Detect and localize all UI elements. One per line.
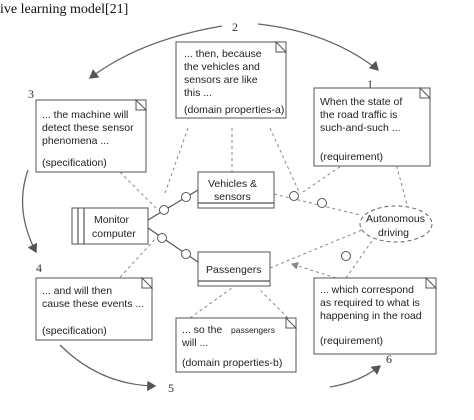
box-then-line4: this ...: [184, 87, 212, 99]
box-then-line2: the vehicles and: [184, 61, 260, 73]
box-requirement-bottom: ... which correspond as required to what…: [313, 276, 438, 355]
arc-3-to-4: [21, 169, 37, 254]
box-specification-bottom: ... and will then cause these events ...…: [35, 276, 154, 341]
arc-4-to-5: [59, 344, 157, 392]
step-4-label: 4: [36, 261, 42, 275]
passengers-domain: Passengers: [197, 251, 271, 287]
box-passengers-line1a: ... so the: [182, 324, 222, 336]
box-machine-line2: detect these sensor: [42, 122, 134, 134]
passengers-label: Passengers: [206, 264, 261, 276]
box-then-line1: ... then, because: [184, 48, 262, 60]
box-events-line1: ... and will then: [42, 285, 112, 297]
box-req-top-line2: the road traffic is: [320, 109, 397, 121]
box-machine-tag: (specification): [42, 157, 107, 169]
arc-5-to-6: [329, 365, 382, 388]
box-req-top-tag: (requirement): [320, 151, 383, 163]
step-6-label: 6: [386, 352, 392, 366]
step-3-label: 3: [28, 87, 34, 101]
interface-nodes: [157, 191, 351, 261]
monitor-label-line2: computer: [92, 228, 136, 240]
step-5-label: 5: [168, 381, 174, 395]
box-machine-line3: phenomena ...: [42, 135, 109, 147]
monitor-computer-domain: Monitor computer: [71, 207, 149, 245]
box-correspond-line2: as required to what is: [320, 297, 420, 309]
box-passengers-line1b: passengers: [231, 325, 275, 335]
box-then-line3: sensors are like: [184, 74, 258, 86]
box-then-tag: (domain properties-a): [184, 104, 284, 116]
autonomous-label-line2: driving: [378, 227, 409, 239]
box-req-top-line1: When the state of: [320, 96, 402, 108]
box-specification-top: ... the machine will detect these sensor…: [35, 98, 148, 173]
vehicles-sensors-domain: Vehicles & sensors: [197, 171, 275, 209]
box-req-top-line3: such-and-such ...: [320, 122, 401, 134]
box-correspond-line3: happening in the road: [320, 310, 422, 322]
box-events-line2: cause these events ...: [42, 298, 144, 310]
box-domain-properties-b: ... so the passengers will ... (domain p…: [175, 316, 298, 373]
box-events-tag: (specification): [42, 325, 107, 337]
box-machine-line1: ... the machine will: [42, 109, 128, 121]
box-passengers-tag: (domain properties-b): [182, 357, 282, 369]
box-passengers-line2: will ...: [181, 337, 208, 349]
interface-lines: [147, 189, 199, 263]
autonomous-label-line1: Autonomous: [366, 213, 425, 225]
step-2-label: 2: [232, 20, 238, 34]
autonomous-driving-requirement: Autonomous driving: [359, 205, 433, 243]
arc-1-to-2: [257, 23, 379, 71]
vehicles-label-line1: Vehicles &: [208, 178, 257, 190]
box-requirement-top: When the state of the road traffic is su…: [313, 86, 432, 167]
box-correspond-tag: (requirement): [320, 335, 383, 347]
step-1-label: 1: [367, 77, 373, 91]
box-correspond-line1: ... which correspond: [320, 284, 414, 296]
monitor-label-line1: Monitor: [94, 214, 130, 226]
figure-caption: ive learning model[21]: [0, 2, 128, 17]
arc-2-to-3: [88, 25, 223, 79]
arc-1-to-2-head: [368, 60, 379, 71]
box-domain-properties-a: ... then, because the vehicles and senso…: [175, 40, 288, 119]
vehicles-label-line2: sensors: [214, 191, 251, 203]
